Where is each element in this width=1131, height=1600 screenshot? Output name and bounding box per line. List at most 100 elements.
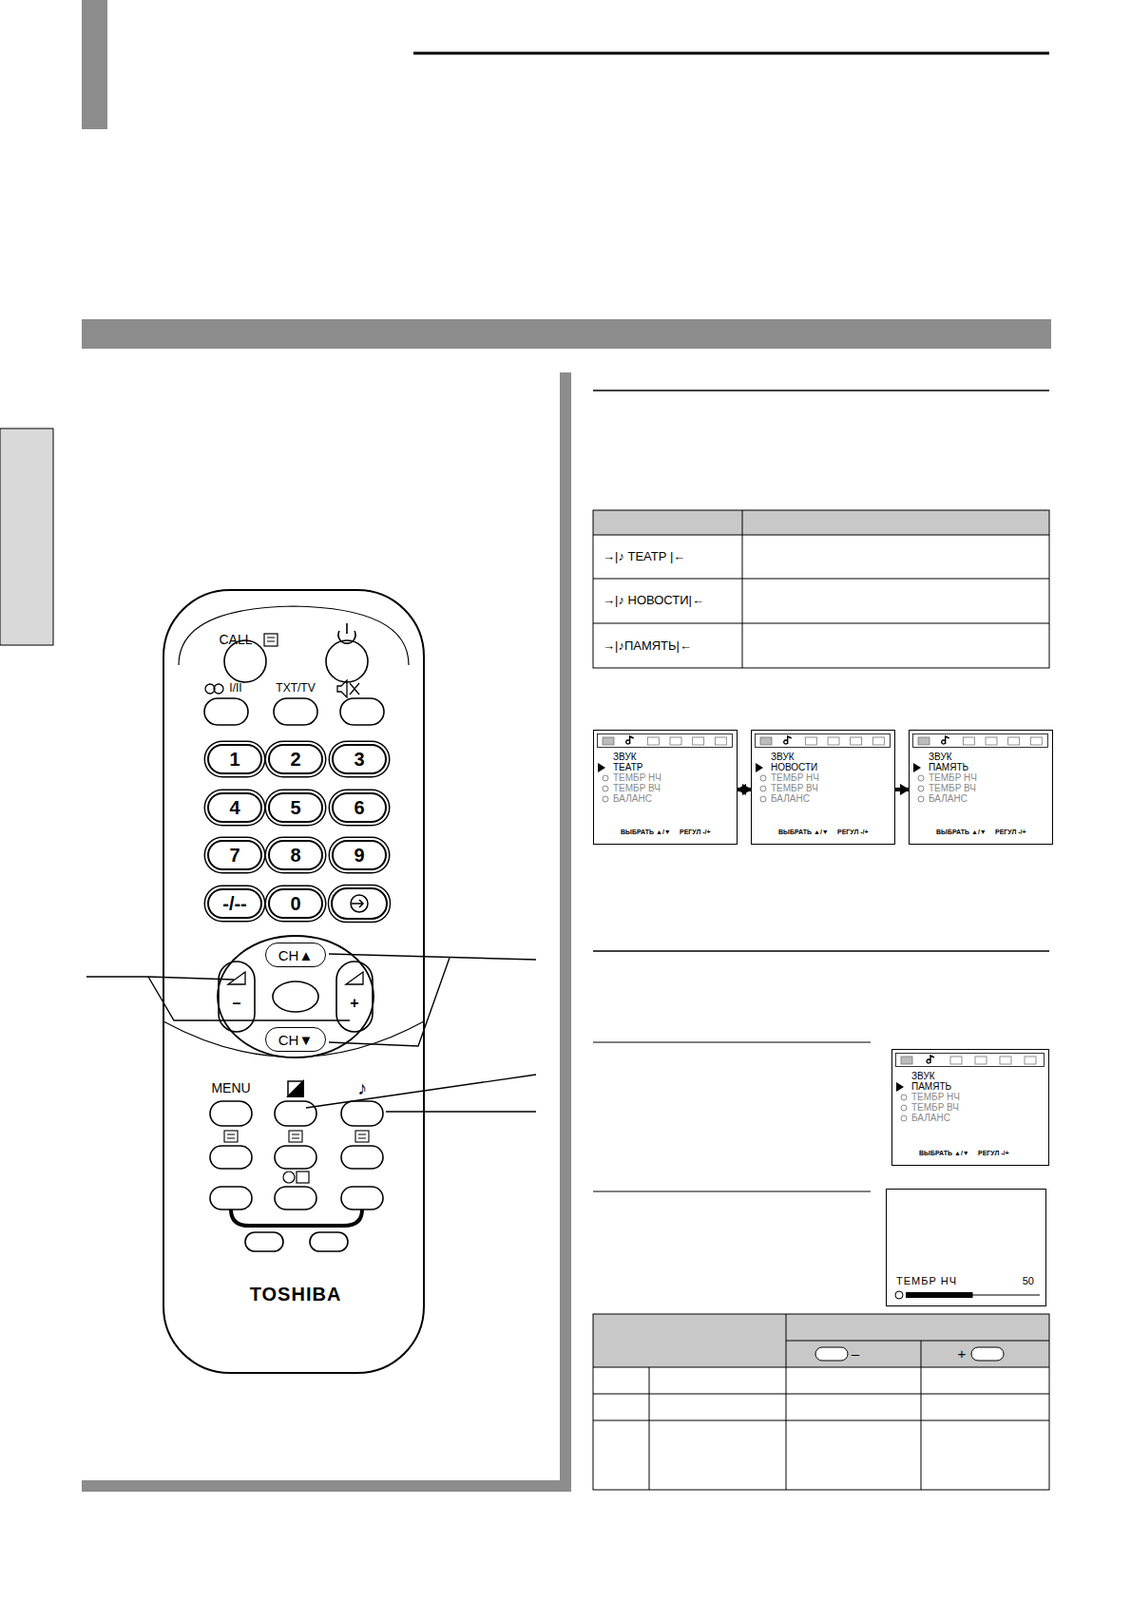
number-button: 9 <box>331 840 387 871</box>
row-icon <box>757 784 769 794</box>
menu-item: БАЛАНС <box>911 1112 1045 1124</box>
row-icon <box>599 784 612 794</box>
menu-icon <box>1030 737 1042 746</box>
menu-item: ПАМЯТЬ <box>911 1081 1045 1093</box>
menu-icon <box>647 737 659 746</box>
button-label: -/-- <box>222 893 248 916</box>
menu-item: ТЕМБР ВЧ <box>613 783 733 794</box>
row-icon <box>915 784 927 794</box>
menu-item: ЗВУК <box>770 751 891 763</box>
remote-edge <box>178 606 409 666</box>
level-screen: ТЕМБР НЧ50 <box>885 1188 1047 1307</box>
menu-icon <box>827 737 840 746</box>
button-sign: + <box>349 995 359 1013</box>
menu-item: ТЕМБР НЧ <box>911 1092 1045 1103</box>
menu-item: ЗВУК <box>928 751 1049 763</box>
menu-icon-bar <box>754 733 892 749</box>
table-header <box>785 1314 1050 1368</box>
menu-icon <box>602 737 614 746</box>
button-label: 2 <box>289 748 301 771</box>
input-symbol <box>350 895 368 913</box>
row-icon-mark <box>918 775 924 782</box>
input-button <box>331 888 387 920</box>
menu-icon <box>900 1056 913 1065</box>
table-rule <box>920 1341 922 1491</box>
menu-hint: РЕГУЛ -/+ <box>977 1150 1010 1158</box>
table-rule <box>593 623 1050 625</box>
menu-cursor <box>596 762 613 774</box>
sound-button <box>341 1101 384 1127</box>
remote-control <box>163 590 424 1374</box>
fastext-button <box>274 1187 317 1210</box>
menu-icon <box>999 1056 1012 1065</box>
mute-symbol <box>337 680 360 698</box>
table-header <box>593 1314 786 1368</box>
corner-bar <box>81 0 108 130</box>
icon-bar-frame <box>913 734 1049 748</box>
fastext-button <box>309 1232 348 1252</box>
level-fill <box>905 1292 974 1299</box>
row-icon <box>599 794 612 805</box>
table-header <box>593 510 1050 536</box>
menu-icon <box>670 737 682 746</box>
brand-name: TOSHIBA <box>249 1284 343 1305</box>
volume-symbol <box>345 972 364 985</box>
number-button: 3 <box>331 744 387 775</box>
section-band <box>81 319 1052 349</box>
button-label: 8 <box>289 844 301 867</box>
menu-item: ТЕМБР НЧ <box>613 772 733 784</box>
table-frame <box>593 1314 1050 1491</box>
button-caption: ♪ <box>357 1077 367 1099</box>
table-cell: →|♪ ТЕАТР |← <box>602 550 686 564</box>
menu-icon <box>714 737 727 746</box>
step-rule <box>593 1191 871 1193</box>
leader-line <box>148 977 350 1021</box>
number-button: 6 <box>331 792 387 824</box>
teletext-button <box>341 1146 384 1170</box>
menu-button <box>210 1101 252 1127</box>
fastext-button <box>245 1232 284 1252</box>
menu-cursor <box>895 1081 911 1093</box>
button-sign: – <box>232 995 242 1013</box>
button-label: CH▼ <box>278 1032 314 1049</box>
sound-icon <box>926 1055 935 1064</box>
teletext-icon <box>355 1131 369 1143</box>
menu-item: ПАМЯТЬ <box>928 762 1049 773</box>
menu-icon <box>975 1056 987 1065</box>
column-bar <box>559 372 572 1493</box>
row-icon-mark <box>918 785 924 792</box>
input-symbol <box>351 900 364 908</box>
leader-lines <box>86 954 537 1112</box>
number-button: -/-- <box>207 888 263 920</box>
teletext-button <box>210 1146 252 1170</box>
table-cell: →|♪ НОВОСТИ|← <box>602 594 705 608</box>
menu-item: ЗВУК <box>911 1071 1045 1082</box>
button-label: 5 <box>289 797 301 820</box>
menu-screen: ЗВУКПАМЯТЬТЕМБР НЧТЕМБР ВЧБАЛАНСВЫБРАТЬ … <box>891 1049 1050 1167</box>
table-rule <box>593 535 1050 537</box>
row-icon-mark <box>760 775 767 782</box>
table-rule <box>593 1420 1050 1422</box>
button-caption: TXT/TV <box>275 682 315 695</box>
level-text: 50 <box>1022 1275 1035 1287</box>
section-rule <box>593 389 1050 392</box>
menu-icon <box>692 737 705 746</box>
row-icon-mark <box>602 785 609 792</box>
button-label: CH▲ <box>278 947 314 964</box>
menu-icon <box>950 1056 962 1065</box>
step-rule <box>593 1042 871 1044</box>
menu-item: БАЛАНС <box>770 793 891 805</box>
menu-hint: РЕГУЛ -/+ <box>837 828 869 837</box>
cursor-triangle <box>913 763 921 773</box>
button-label: 4 <box>229 797 240 820</box>
button-caption: MENU <box>210 1081 250 1096</box>
teletext-icon <box>264 633 278 647</box>
stereo-symbol <box>213 684 224 694</box>
number-button: 2 <box>268 744 324 775</box>
menu-hint: ВЫБРАТЬ ▲/▼ <box>778 828 829 837</box>
row-icon-mark <box>602 775 609 782</box>
teletext-button <box>274 1146 317 1170</box>
sound-icon <box>626 736 634 745</box>
menu-icon <box>962 737 975 746</box>
leader-line <box>328 958 450 1047</box>
